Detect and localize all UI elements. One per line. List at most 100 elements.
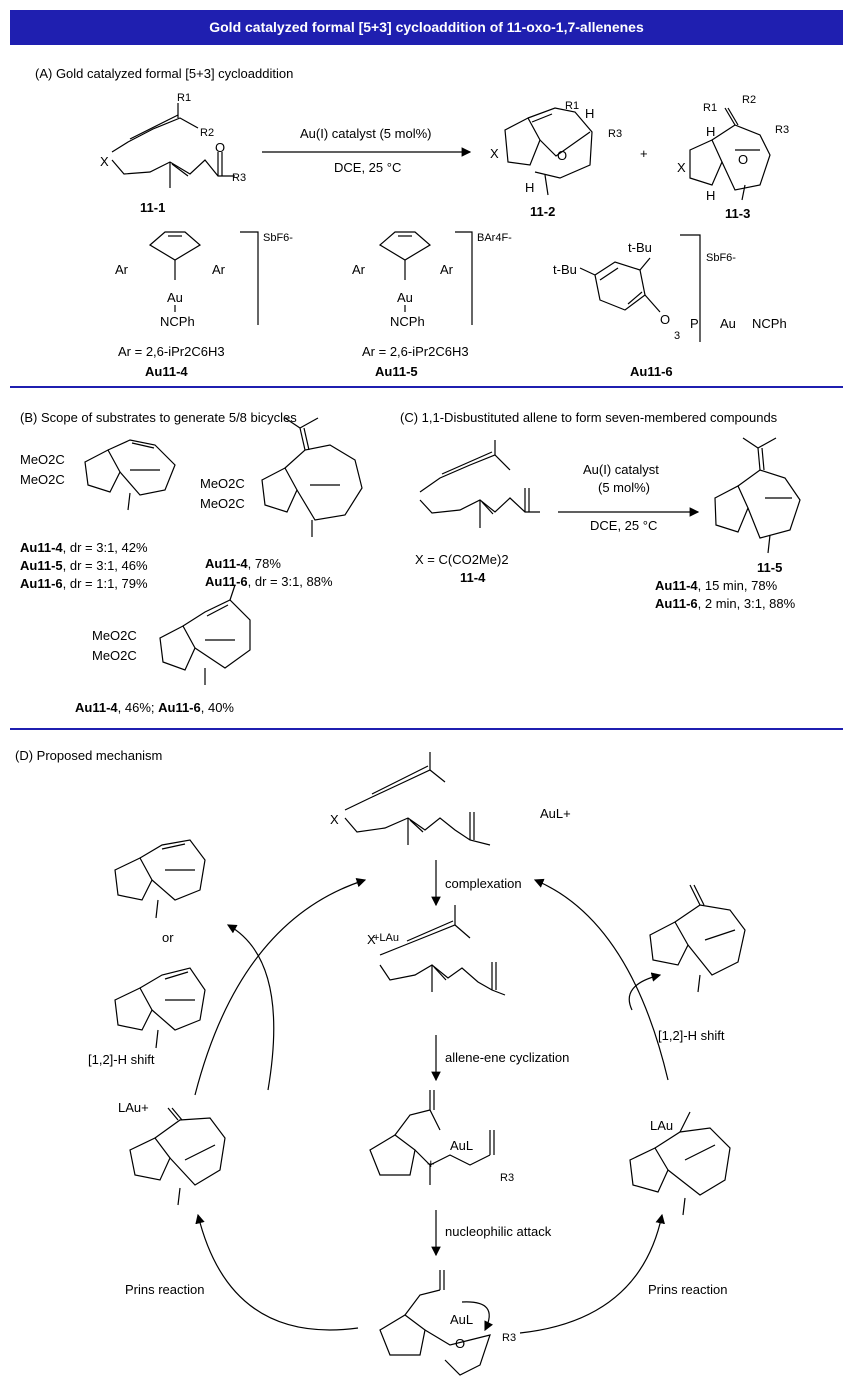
result-b3-text2: , 40% bbox=[200, 700, 234, 715]
au-1: Au bbox=[167, 290, 183, 305]
compound-label-11-4: 11-4 bbox=[460, 570, 486, 585]
catalyst-c-1: Au(I) catalyst bbox=[583, 462, 659, 477]
result-b1-3-cat: Au11-6 bbox=[20, 576, 63, 591]
ar-left-1: Ar bbox=[115, 262, 128, 277]
structure-11-5 bbox=[714, 437, 801, 554]
result-c-2-text: , 2 min, 3:1, 88% bbox=[697, 596, 796, 611]
structure-au11-5 bbox=[378, 231, 473, 325]
step-cyclization: allene-ene cyclization bbox=[445, 1050, 570, 1065]
ncph-1: NCPh bbox=[160, 314, 195, 329]
ar-definition-1: Ar = 2,6-iPr2C6H3 bbox=[118, 344, 225, 359]
d-plus-cation: + bbox=[427, 1156, 435, 1171]
d-lau-left: LAu+ bbox=[118, 1100, 149, 1115]
result-b2-1-cat: Au11-4 bbox=[205, 556, 248, 571]
atom-o-11-2: O bbox=[557, 148, 568, 163]
atom-o: O bbox=[215, 140, 226, 155]
structure-d-right-product bbox=[649, 884, 746, 993]
catalyst-c-2: (5 mol%) bbox=[598, 480, 651, 495]
result-b3-text1: , 46%; bbox=[117, 700, 159, 715]
atom-h2-11-2: H bbox=[525, 180, 535, 195]
banner-title: Gold catalyzed formal [5+3] cycloadditio… bbox=[209, 19, 644, 35]
structure-d-left-products bbox=[114, 839, 206, 1049]
result-c-1-cat: Au11-4 bbox=[655, 578, 698, 593]
atom-r2-11-3: R2 bbox=[742, 94, 757, 106]
group-2a: MeO2C bbox=[200, 476, 245, 491]
atom-r3-11-2: R3 bbox=[608, 128, 623, 140]
result-b1-2-text: , dr = 3:1, 46% bbox=[62, 558, 148, 573]
subscript-3: 3 bbox=[674, 330, 681, 342]
atom-x: X bbox=[100, 154, 109, 169]
result-b3: Au11-4, 46%; Au11-6, 40% bbox=[75, 700, 234, 716]
d-aul-cation: AuL bbox=[450, 1138, 474, 1153]
arrow-left-to-complex bbox=[194, 877, 367, 1096]
structure-11-1 bbox=[111, 103, 235, 188]
structure-d-complex bbox=[379, 905, 506, 996]
structure-d-right-cation bbox=[629, 1111, 731, 1216]
structure-au11-4 bbox=[148, 231, 259, 325]
result-b2-2-cat: Au11-6 bbox=[205, 574, 248, 589]
result-b1-1-cat: Au11-4 bbox=[20, 540, 63, 555]
result-b1-2-cat: Au11-5 bbox=[20, 558, 63, 573]
catalyst-label: Au(I) catalyst (5 mol%) bbox=[300, 126, 432, 141]
d-atom-x-complex: X bbox=[367, 932, 376, 947]
result-b1-2: Au11-5, dr = 3:1, 46% bbox=[20, 558, 148, 574]
counterion-3: SbF6- bbox=[706, 252, 736, 264]
d-atom-r3-cation: R3 bbox=[500, 1172, 515, 1184]
group-2b: MeO2C bbox=[200, 496, 245, 511]
structure-au11-6 bbox=[579, 234, 701, 342]
result-c-2-cat: Au11-6 bbox=[655, 596, 698, 611]
structure-d-left-cation bbox=[129, 1107, 226, 1206]
result-b1-1: Au11-4, dr = 3:1, 42% bbox=[20, 540, 148, 556]
section-c-heading: (C) 1,1-Disbustituted allene to form sev… bbox=[400, 410, 778, 425]
d-aul-oxo: AuL bbox=[450, 1312, 474, 1327]
result-b2-2: Au11-6, dr = 3:1, 88% bbox=[205, 574, 333, 590]
step-prins-right: Prins reaction bbox=[648, 1282, 728, 1297]
atom-h2-11-3: H bbox=[706, 188, 716, 203]
atom-o-11-3: O bbox=[738, 152, 749, 167]
structure-b2 bbox=[261, 417, 363, 537]
section-divider-1 bbox=[10, 386, 843, 388]
catalyst-label-au11-5: Au11-5 bbox=[375, 364, 418, 379]
atom-r1-11-3: R1 bbox=[703, 102, 718, 114]
result-c-1: Au11-4, 15 min, 78% bbox=[655, 578, 777, 594]
compound-label-11-5: 11-5 bbox=[757, 560, 783, 575]
section-a-heading: (A) Gold catalyzed formal [5+3] cycloadd… bbox=[35, 66, 294, 81]
d-atom-o-oxo: O bbox=[455, 1336, 466, 1351]
arrow-right-shift bbox=[628, 972, 662, 1011]
conditions-label: DCE, 25 °C bbox=[334, 160, 402, 175]
arrow-prins-left bbox=[195, 1213, 359, 1331]
atom-x-11-2: X bbox=[490, 146, 499, 161]
ncph-3: NCPh bbox=[752, 316, 787, 331]
step-shift-left: [1,2]-H shift bbox=[88, 1052, 155, 1067]
step-nucleophilic: nucleophilic attack bbox=[445, 1224, 552, 1239]
atom-p: P bbox=[690, 316, 699, 331]
atom-o-au11-6: O bbox=[660, 312, 671, 327]
structure-d-oxocarbenium bbox=[379, 1270, 494, 1376]
ar-left-2: Ar bbox=[352, 262, 365, 277]
atom-x-11-3: X bbox=[677, 160, 686, 175]
ncph-2: NCPh bbox=[390, 314, 425, 329]
au-3: Au bbox=[720, 316, 736, 331]
group-3a: MeO2C bbox=[92, 628, 137, 643]
result-b3-cat2: Au11-6 bbox=[158, 700, 201, 715]
counterion-2: BAr4F- bbox=[477, 232, 512, 244]
catalyst-label-au11-4: Au11-4 bbox=[145, 364, 188, 379]
tbu-2: t-Bu bbox=[628, 240, 652, 255]
compound-label-11-3: 11-3 bbox=[725, 206, 751, 221]
result-b3-cat1: Au11-4 bbox=[75, 700, 118, 715]
structure-11-3 bbox=[689, 107, 771, 201]
result-c-2: Au11-6, 2 min, 3:1, 88% bbox=[655, 596, 795, 612]
arrow-prins-right bbox=[519, 1213, 665, 1334]
ar-right-2: Ar bbox=[440, 262, 453, 277]
group-1a: MeO2C bbox=[20, 452, 65, 467]
structure-b1 bbox=[84, 439, 176, 511]
result-b1-1-text: , dr = 3:1, 42% bbox=[62, 540, 148, 555]
compound-label-11-1: 11-1 bbox=[140, 200, 166, 215]
x-definition: X = C(CO2Me)2 bbox=[415, 552, 509, 567]
d-atom-x-top: X bbox=[330, 812, 339, 827]
d-lau-complex: +LAu bbox=[373, 932, 399, 944]
atom-h-11-2: H bbox=[585, 106, 595, 121]
conditions-c: DCE, 25 °C bbox=[590, 518, 658, 533]
tbu-1: t-Bu bbox=[553, 262, 577, 277]
result-b2-2-text: , dr = 3:1, 88% bbox=[247, 574, 333, 589]
